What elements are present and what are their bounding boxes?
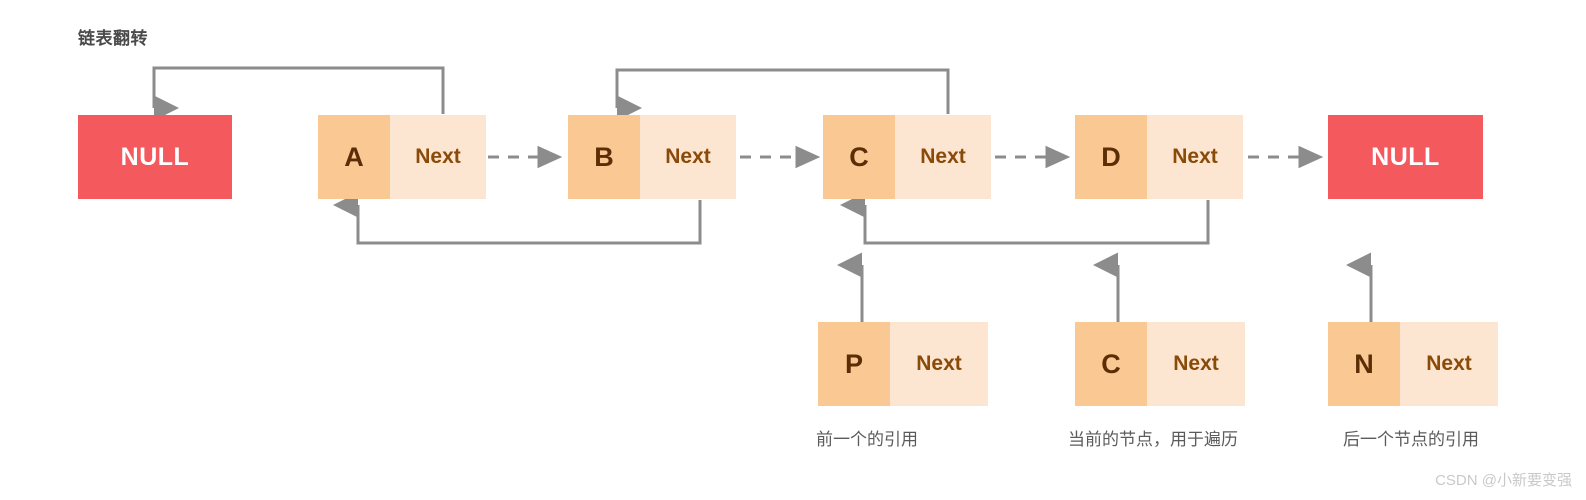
pointer-caption-p: 前一个的引用 [816,430,918,449]
list-node-c: C Next [823,115,991,199]
pointer-caption-n: 后一个节点的引用 [1343,430,1479,449]
node-next-b: Next [640,115,736,199]
pointer-caption-c: 当前的节点，用于遍历 [1068,430,1238,449]
pointer-key-c: C [1075,322,1147,406]
node-next-c: Next [895,115,991,199]
pointer-next-p: Next [890,322,988,406]
list-node-a: A Next [318,115,486,199]
node-key-d: D [1075,115,1147,199]
pointer-node-p: P Next [818,322,988,406]
null-label: NULL [1371,142,1440,171]
node-next-a: Next [390,115,486,199]
reverse-link-c-b [615,68,950,121]
watermark: CSDN @小新要变强 [1435,472,1572,489]
null-label: NULL [120,142,190,171]
node-key-a: A [318,115,390,199]
list-node-d: D Next [1075,115,1243,199]
node-key-c: C [823,115,895,199]
page-title: 链表翻转 [78,29,148,48]
list-node-b: B Next [568,115,736,199]
pointer-node-c: C Next [1075,322,1245,406]
list-tail-null: NULL [1328,115,1483,199]
pointer-next-c: Next [1147,322,1245,406]
reverse-link-a-null [152,66,445,121]
node-key-b: B [568,115,640,199]
pointer-key-p: P [818,322,890,406]
reverse-link-d-c [840,192,1210,245]
list-head-null: NULL [78,115,232,199]
reverse-link-b-a [333,192,702,245]
pointer-key-n: N [1328,322,1400,406]
node-next-d: Next [1147,115,1243,199]
pointer-node-n: N Next [1328,322,1498,406]
pointer-next-n: Next [1400,322,1498,406]
